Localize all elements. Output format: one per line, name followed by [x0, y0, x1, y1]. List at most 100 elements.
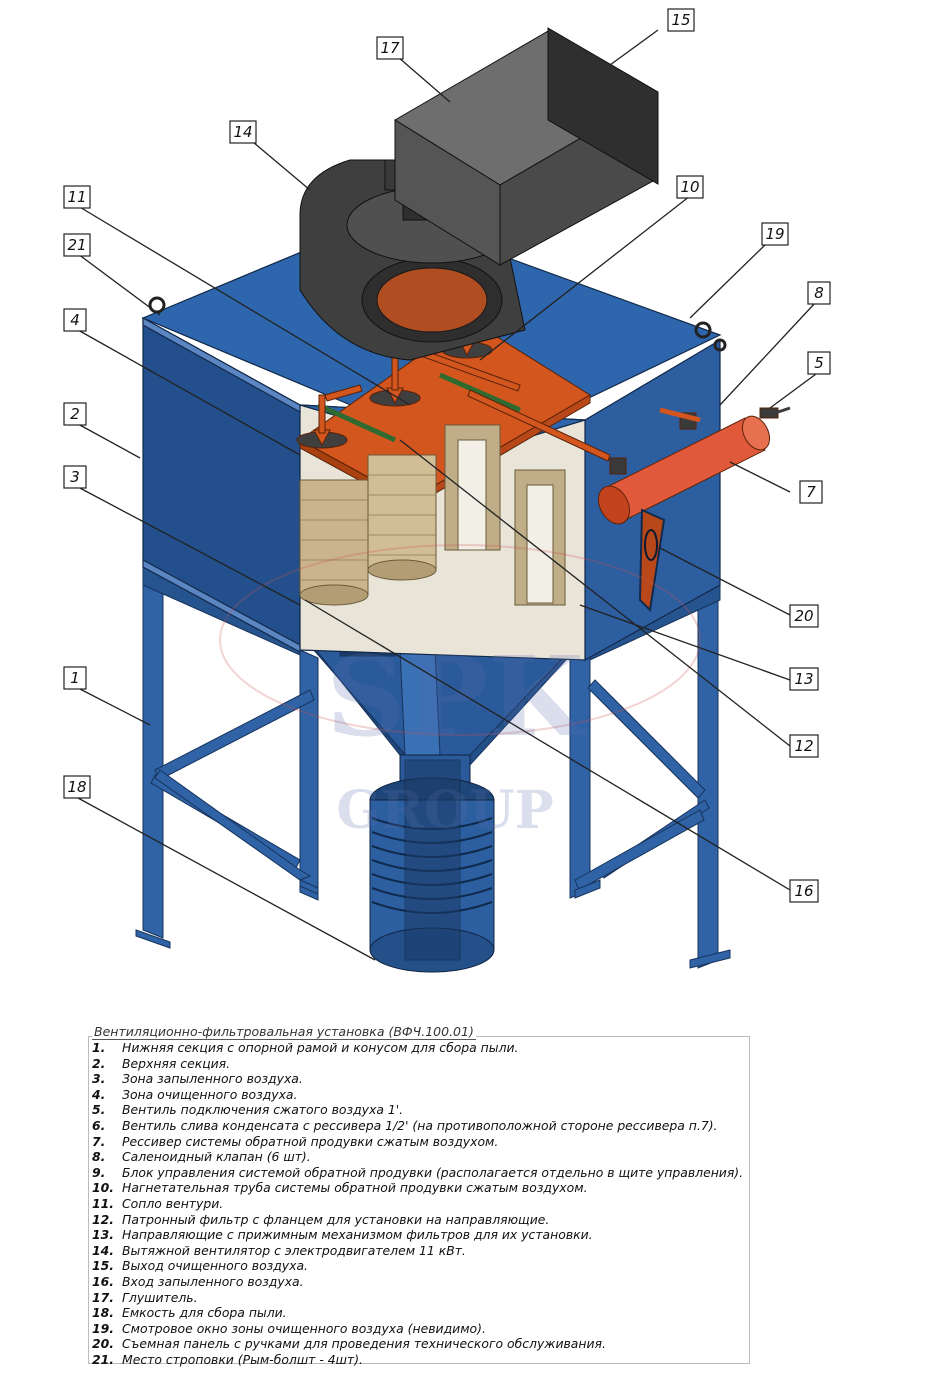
svg-text:15: 15: [671, 11, 690, 29]
svg-text:14: 14: [233, 123, 252, 141]
legend-item-number: 13.: [92, 1227, 114, 1243]
svg-text:21: 21: [67, 236, 86, 254]
callout-12: 12: [789, 734, 819, 758]
legend-item-text: Смотровое окно зоны очищенного воздуха (…: [122, 1320, 486, 1336]
legend-item-text: Вентиль слива конденсата с рессивера 1/2…: [122, 1117, 718, 1133]
legend-item-text: Зона запыленного воздуха.: [122, 1071, 303, 1087]
legend-list: 1.Нижняя секция с опорной рамой и конусо…: [92, 1040, 743, 1367]
callout-14: 14: [229, 120, 257, 144]
air-receiver-tank: [597, 406, 791, 525]
legend-item-text: Место строповки (Рым-болшт - 4шт).: [122, 1351, 363, 1367]
legend-item-number: 5.: [92, 1102, 106, 1118]
svg-text:16: 16: [794, 882, 813, 900]
legend-item-text: Патронный фильтр с фланцем для установки…: [122, 1211, 550, 1227]
callout-15: 15: [667, 8, 695, 32]
legend-item: 18.Емкость для сбора пыли.: [92, 1305, 743, 1321]
legend-item-text: Нагнетательная труба системы обратной пр…: [122, 1180, 588, 1196]
svg-text:20: 20: [794, 607, 813, 625]
legend-item-number: 17.: [92, 1289, 114, 1305]
legend-item: 15.Выход очищенного воздуха.: [92, 1258, 743, 1274]
svg-text:8: 8: [814, 284, 824, 302]
legend-item-number: 19.: [92, 1320, 114, 1336]
legend-item-number: 6.: [92, 1117, 106, 1133]
legend-item-text: Саленоидный клапан (6 шт).: [122, 1149, 311, 1165]
legend-item: 10. Нагнетательная труба системы обратной…: [92, 1180, 743, 1196]
callout-17: 17: [376, 36, 404, 60]
callout-13: 13: [789, 667, 819, 691]
callout-20: 20: [789, 604, 819, 628]
legend-item-number: 18.: [92, 1305, 114, 1321]
legend-item-text: Сопло вентури.: [122, 1195, 224, 1211]
watermark: SPK GROUP: [219, 544, 701, 841]
lifting-eyes: [148, 296, 727, 352]
service-panel-handle: [638, 508, 666, 613]
callout-18: 18: [63, 775, 91, 799]
legend-item-text: Выход очищенного воздуха.: [122, 1258, 308, 1274]
legend-item-number: 14.: [92, 1242, 114, 1258]
callout-21: 21: [63, 233, 91, 257]
svg-text:1: 1: [70, 669, 80, 687]
callout-7: 7: [799, 480, 823, 504]
legend-item: 6. Вентиль слива конденсата с рессивера 1…: [92, 1118, 743, 1134]
legend-item-number: 21.: [92, 1351, 114, 1367]
legend-item: 4. Зона очищенного воздуха.: [92, 1087, 743, 1103]
callout-10: 10: [676, 175, 704, 199]
watermark-sub: GROUP: [336, 780, 553, 841]
callout-4: 4: [63, 308, 87, 332]
legend-item-number: 20.: [92, 1336, 114, 1352]
callout-3: 3: [63, 465, 87, 489]
legend-item-number: 2.: [92, 1055, 106, 1071]
legend-item-text: Вход запыленного воздуха.: [122, 1273, 304, 1289]
legend-item-text: Рессивер системы обратной продувки сжаты…: [122, 1133, 499, 1149]
legend-item-number: 4.: [92, 1086, 106, 1102]
callout-8: 8: [807, 281, 831, 305]
callout-1: 1: [63, 666, 87, 690]
legend-item-number: 12.: [92, 1211, 114, 1227]
legend-item-text: Вытяжной вентилятор с электродвигателем …: [122, 1242, 466, 1258]
dust-container: [369, 754, 495, 973]
legend-item: 12. Патронный фильтр с фланцем для устано…: [92, 1212, 743, 1228]
legend-item-number: 8.: [92, 1149, 106, 1165]
legend-item-text: Блок управления системой обратной продув…: [122, 1164, 744, 1180]
legend-item: 20. Съемная панель с ручками для проведен…: [92, 1336, 743, 1352]
legend-item-number: 7.: [92, 1133, 106, 1149]
svg-text:7: 7: [806, 483, 816, 501]
legend-item-number: 1.: [92, 1040, 106, 1055]
svg-text:2: 2: [70, 405, 80, 423]
legend-item: 13. Направляющие с прижимным механизмом ф…: [92, 1227, 743, 1243]
legend-item: 5.Вентиль подключения сжатого воздуха 1'…: [92, 1102, 743, 1118]
callout-5: 5: [807, 351, 831, 375]
legend-item-text: Съемная панель с ручками для проведения …: [122, 1336, 606, 1352]
legend-item: 2. Верхняя секция.: [92, 1056, 743, 1072]
cartridge-filters: [299, 424, 566, 606]
legend-item: 3.Зона запыленного воздуха.: [92, 1071, 743, 1087]
legend-item: 14. Вытяжной вентилятор с электродвигател…: [92, 1243, 743, 1259]
legend-item-text: Направляющие с прижимным механизмом филь…: [122, 1227, 593, 1243]
legend-item-text: Верхняя секция.: [122, 1055, 231, 1071]
svg-text:11: 11: [67, 188, 86, 206]
callout-16: 16: [789, 879, 819, 903]
legend-item: 11. Сопло вентури.: [92, 1196, 743, 1212]
svg-text:12: 12: [794, 737, 813, 755]
legend-item: 17.Глушитель.: [92, 1290, 743, 1306]
callout-2: 2: [63, 402, 87, 426]
callouts: 15 17 14 11 10 21 19 8 4 5 2 7 3 20 13 1…: [63, 8, 831, 903]
svg-text:10: 10: [680, 178, 699, 196]
leader-lines: [77, 29, 817, 961]
legend-item-number: 11.: [92, 1195, 114, 1211]
svg-text:13: 13: [794, 670, 813, 688]
legend-item: 16. Вход запыленного воздуха.: [92, 1274, 743, 1290]
legend-item-number: 10.: [92, 1180, 114, 1196]
svg-text:19: 19: [765, 225, 784, 243]
legend-item: 19. Смотровое окно зоны очищенного воздух…: [92, 1321, 743, 1337]
legend-item-number: 16.: [92, 1273, 114, 1289]
svg-text:4: 4: [70, 311, 80, 329]
watermark-main: SPK: [326, 632, 587, 761]
legend-item-text: Зона очищенного воздуха.: [122, 1086, 298, 1102]
svg-text:3: 3: [70, 468, 80, 486]
legend-item: 1.Нижняя секция с опорной рамой и конусо…: [92, 1040, 743, 1056]
legend-item: 7. Рессивер системы обратной продувки сжа…: [92, 1134, 743, 1150]
legend-item: 9.Блок управления системой обратной прод…: [92, 1165, 743, 1181]
callout-11: 11: [63, 185, 91, 209]
